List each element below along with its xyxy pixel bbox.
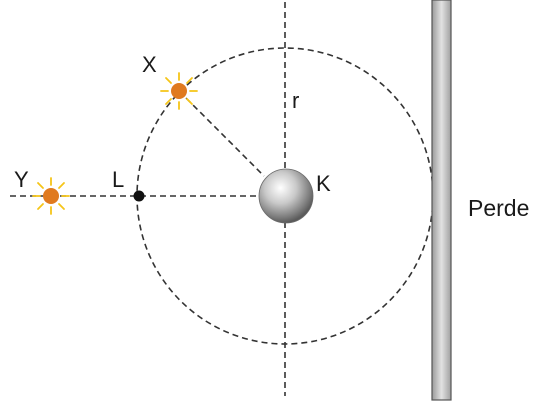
source-y-sun-icon bbox=[32, 177, 70, 215]
radius-line-x-k bbox=[178, 90, 265, 177]
label-k: K bbox=[316, 171, 331, 196]
label-x: X bbox=[142, 52, 157, 77]
point-l bbox=[133, 190, 145, 202]
label-l: L bbox=[112, 167, 124, 192]
label-r: r bbox=[292, 88, 299, 113]
label-y: Y bbox=[14, 167, 29, 192]
source-x-sun-icon bbox=[160, 72, 198, 110]
screen-bar bbox=[431, 0, 452, 401]
label-screen: Perde bbox=[468, 195, 529, 221]
ball-k bbox=[258, 168, 314, 224]
